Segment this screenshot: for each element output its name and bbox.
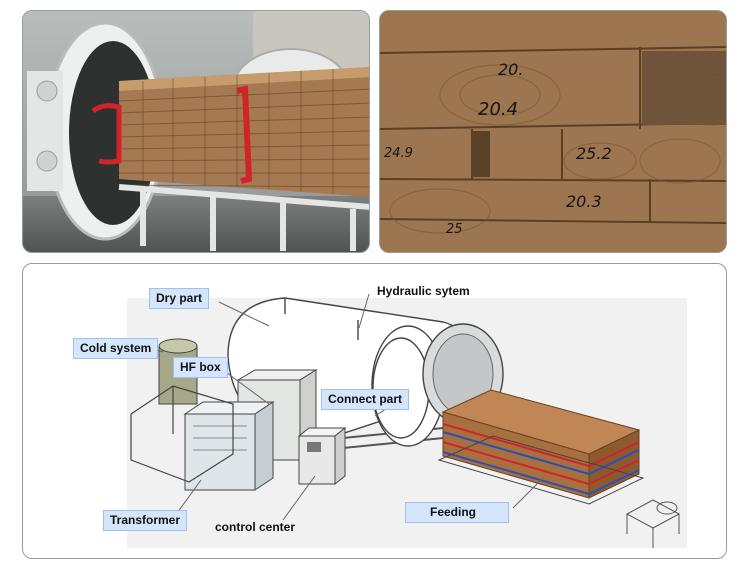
log-mark-2: 20.4 (478, 99, 518, 120)
label-transformer: Transformer (103, 510, 188, 531)
small-trolley (625, 499, 681, 548)
log-mark-1: 20. (498, 60, 523, 79)
control-center-cabinet (297, 426, 347, 486)
label-hydraulic-system: Hydraulic sytem (377, 284, 470, 298)
cold-system-unit (158, 338, 198, 405)
loading-cart (118, 184, 369, 251)
label-cold-system: Cold system (73, 338, 159, 359)
log-mark-3: 24.9 (384, 146, 413, 161)
feeding-wood-stack (437, 389, 645, 505)
photo-log-ends: 20. 20.4 24.9 25.2 20.3 25 (379, 10, 727, 253)
chamber-photo-drawing (23, 11, 369, 252)
log-mark-6: 25 (446, 222, 463, 237)
log-mark-5: 20.3 (566, 192, 602, 211)
label-feeding: Feeding (405, 502, 509, 523)
label-hf-box: HF box (173, 357, 228, 378)
label-control-center: control center (215, 520, 296, 534)
label-connect-part: Connect part (321, 389, 410, 410)
photo-chamber-loading (22, 10, 370, 253)
transformer-unit (183, 401, 275, 491)
equipment-diagram: Dry part Hydraulic sytem Cold system HF … (22, 263, 727, 559)
log-mark-4: 25.2 (576, 144, 612, 163)
wood-stack (91, 67, 369, 197)
label-dry-part: Dry part (149, 288, 210, 309)
log-ends-drawing: 20. 20.4 24.9 25.2 20.3 25 (380, 11, 726, 252)
